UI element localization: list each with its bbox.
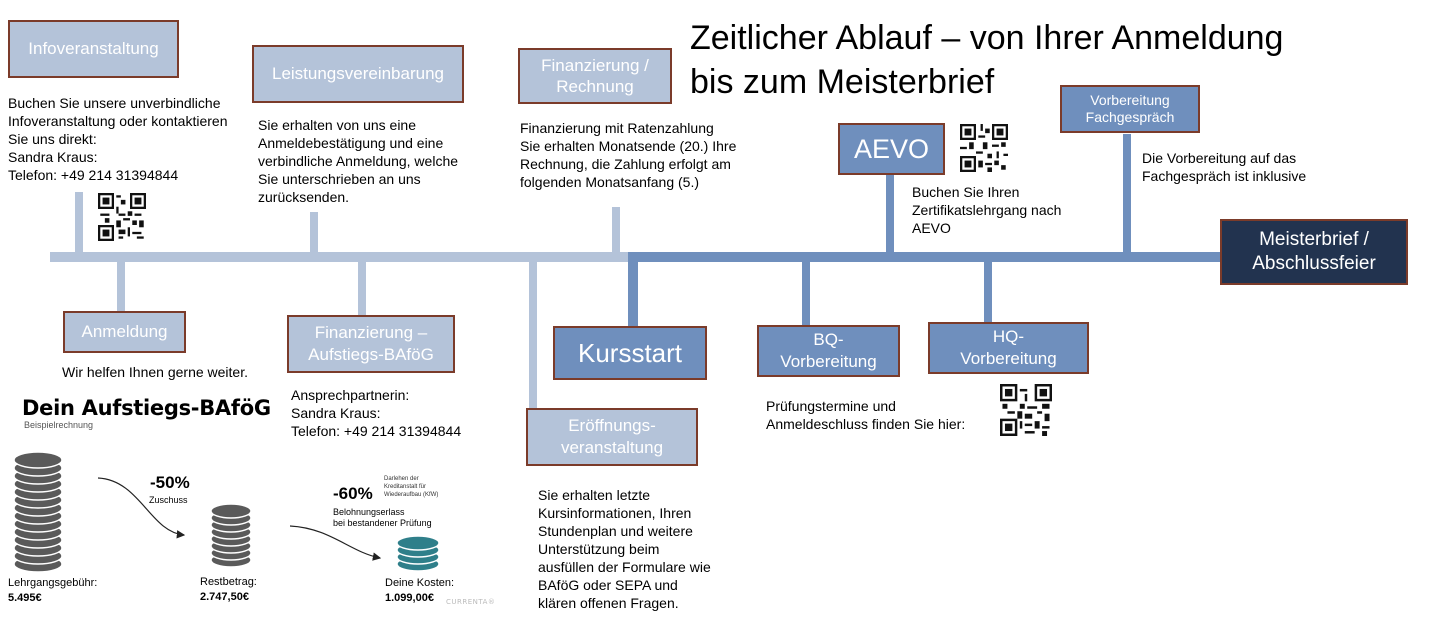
bafoeg-fee-label: Lehrgangsgebühr: (8, 577, 98, 589)
bafoeg-rest-value: 2.747,50€ (200, 591, 249, 603)
bafoeg-subtitle: Beispielrechnung (24, 420, 94, 430)
step-finanzierung-bafoeg-text: Ansprechpartnerin: Sandra Kraus: Telefon… (291, 387, 462, 439)
step-label: Kursstart (577, 337, 683, 368)
step-anmeldung-text: Wir helfen Ihnen gerne weiter. (62, 364, 248, 380)
step-infoveranstaltung: Infoveranstaltung (8, 20, 179, 78)
step-label: Meisterbrief / Abschlussfeier (1252, 229, 1376, 274)
bafoeg-step2-pct: -60% (333, 484, 373, 503)
title-line-2: bis zum Meisterbrief (690, 63, 995, 101)
connector (802, 260, 810, 327)
connector (612, 207, 620, 254)
coin-stack-large (13, 451, 63, 573)
step-infoveranstaltung-text: Buchen Sie unsere unverbindliche Infover… (8, 95, 228, 183)
step-leistungsvereinbarung-text: Sie erhalten von uns eine Anmeldebestäti… (258, 117, 459, 205)
connector (117, 260, 125, 312)
qr-code-icon[interactable] (960, 124, 1008, 172)
coin-stacks-graphic (13, 451, 440, 573)
step-finanzierung-rechnung-text: Finanzierung mit Ratenzahlung Sie erhalt… (520, 120, 737, 190)
step-label: Eröffnungs- veranstaltung (560, 416, 664, 457)
step-leistungsvereinbarung: Leistungsvereinbarung (252, 45, 464, 103)
bafoeg-rest-label: Restbetrag: (200, 576, 257, 588)
connector (529, 260, 537, 410)
connector (628, 256, 638, 328)
bafoeg-step1-label: Zuschuss (149, 495, 188, 505)
connector (310, 212, 318, 254)
qr-code-icon[interactable] (1000, 384, 1052, 436)
step-anmeldung: Anmeldung (63, 311, 186, 353)
step-label: Anmeldung (81, 322, 168, 341)
step-label: Finanzierung / Rechnung (541, 56, 649, 96)
bafoeg-step2-label: Belohnungserlass bei bestandener Prüfung (333, 507, 432, 528)
step-vorbereitung-fachgespraech: Vorbereitung Fachgespräch (1060, 85, 1200, 133)
step-label: HQ- Vorbereitung (960, 327, 1057, 368)
step-meisterbrief: Meisterbrief / Abschlussfeier (1220, 219, 1408, 285)
step-label: BQ- Vorbereitung (780, 330, 877, 371)
step-aevo-text: Buchen Sie Ihren Zertifikatslehrgang nac… (912, 184, 1062, 236)
bafoeg-step2-note: Darlehen der Kreditanstalt für Wiederauf… (384, 476, 439, 498)
registered-icon: ® (487, 598, 496, 606)
step-bq: BQ- Vorbereitung (757, 325, 900, 377)
step-hq-text: Prüfungstermine und Anmeldeschluss finde… (766, 398, 966, 432)
connector (358, 260, 366, 318)
step-kursstart: Kursstart (553, 326, 707, 380)
connector (984, 260, 992, 324)
step-finanzierung-rechnung: Finanzierung / Rechnung (518, 48, 672, 104)
bafoeg-cost-value: 1.099,00€ (385, 592, 434, 604)
timeline-mid (628, 252, 1228, 262)
step-label: AEVO (853, 133, 930, 164)
step-label: Infoveranstaltung (28, 39, 159, 58)
step-eroeffnung: Eröffnungs- veranstaltung (526, 408, 698, 466)
page-title: Zeitlicher Ablauf – von Ihrer Anmeldung … (690, 16, 1283, 104)
coin-stack-medium (210, 503, 252, 568)
timeline-light (50, 252, 632, 262)
arrow-curve-1 (97, 477, 186, 539)
brand-logo: CURRENTA® (446, 598, 495, 606)
step-eroeffnung-text: Sie erhalten letzte Kursinformationen, I… (538, 487, 711, 611)
coin-stack-small (396, 535, 440, 572)
arrow-curve-2 (289, 525, 382, 561)
step-label: Vorbereitung Fachgespräch (1085, 92, 1175, 125)
connector (75, 192, 83, 254)
bafoeg-fee-value: 5.495€ (8, 592, 42, 604)
bafoeg-title: Dein Aufstiegs-BAföG (22, 396, 271, 420)
connector (1123, 134, 1131, 254)
bafoeg-cost-label: Deine Kosten: (385, 577, 455, 589)
step-finanzierung-bafoeg: Finanzierung – Aufstiegs-BAföG (287, 315, 455, 373)
step-label: Finanzierung – Aufstiegs-BAföG (308, 323, 434, 364)
step-label: Leistungsvereinbarung (271, 64, 444, 83)
brand-name: CURRENTA (446, 598, 488, 606)
step-vorbereitung-fachgespraech-text: Die Vorbereitung auf das Fachgespräch is… (1142, 150, 1307, 184)
step-hq: HQ- Vorbereitung (928, 322, 1089, 374)
title-line-1: Zeitlicher Ablauf – von Ihrer Anmeldung (690, 19, 1284, 57)
bafoeg-step1-pct: -50% (150, 473, 190, 492)
qr-code-icon[interactable] (98, 193, 146, 241)
connector (886, 174, 894, 254)
step-aevo: AEVO (838, 123, 945, 175)
